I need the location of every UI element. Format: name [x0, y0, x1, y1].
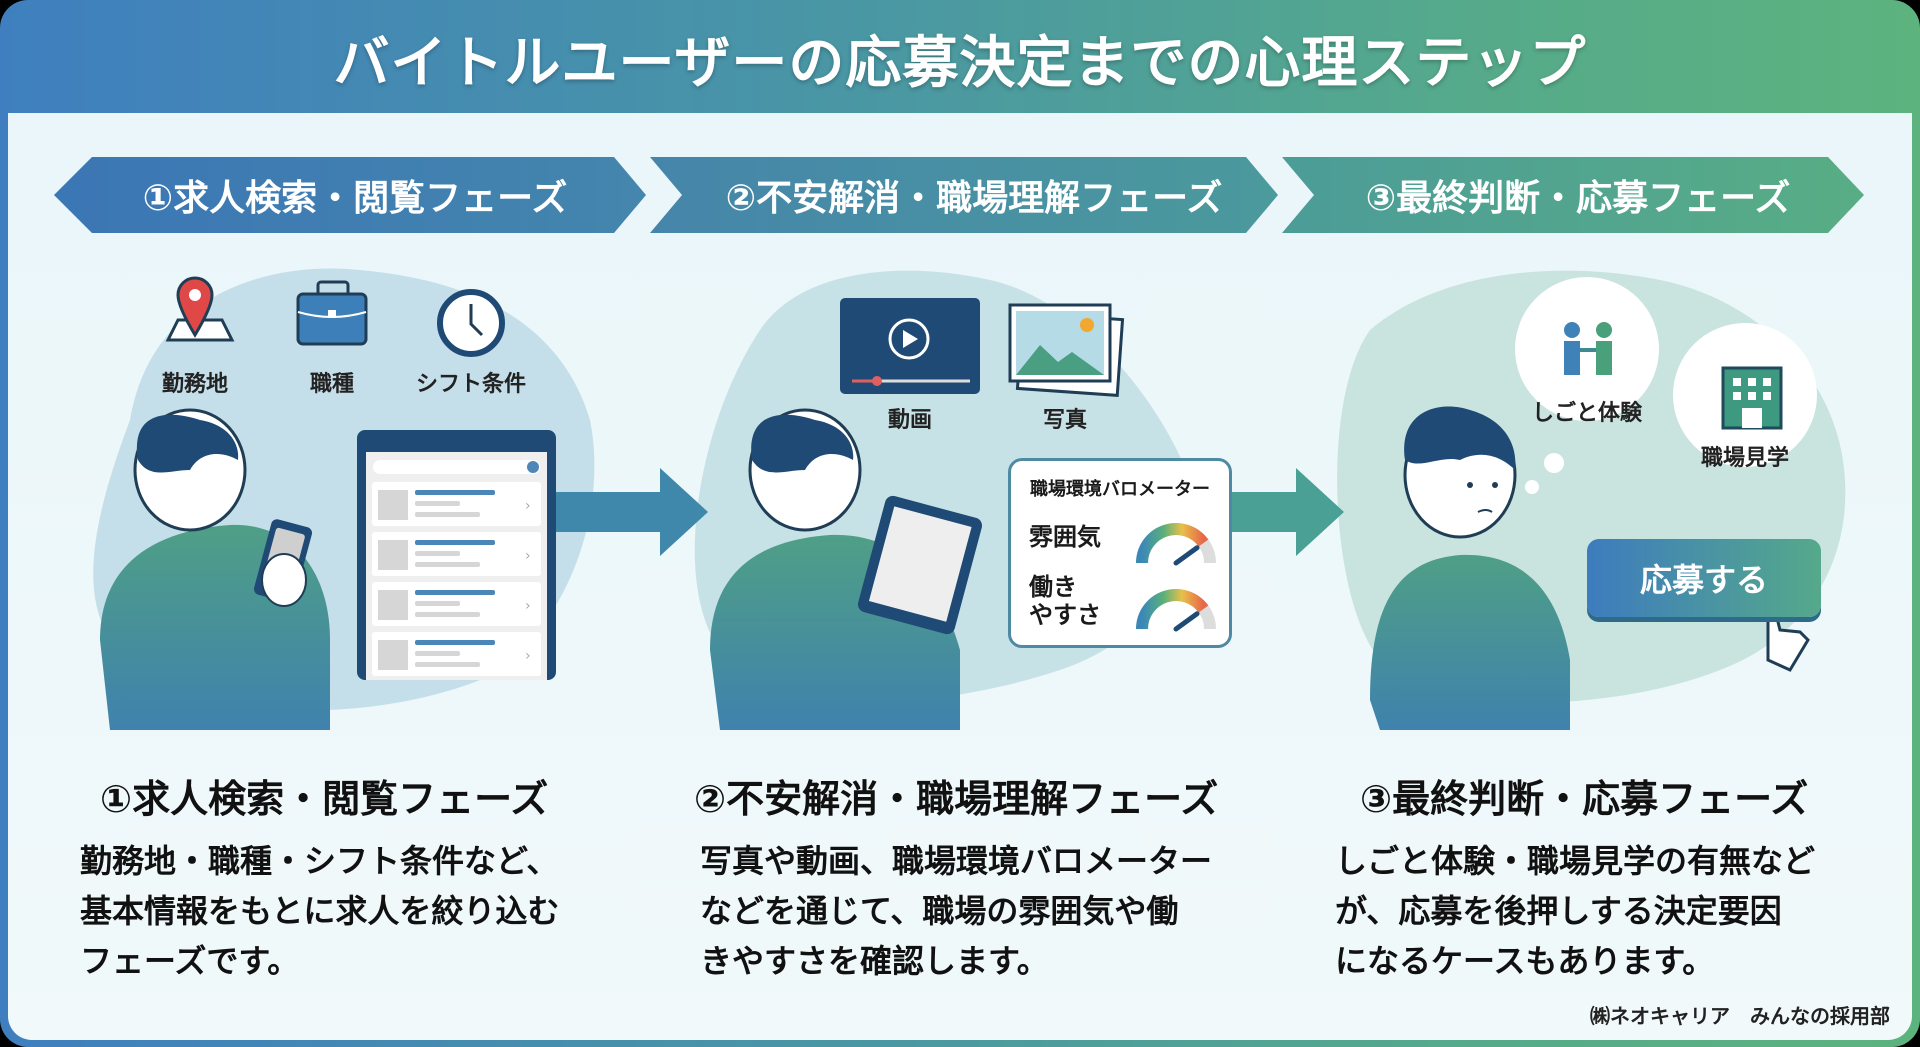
briefcase-icon: [296, 280, 368, 346]
job-list-row: ›: [372, 482, 541, 526]
job-list-screen: › › › ›: [357, 430, 556, 680]
gauge-label-ease-of-work: 働き やすさ: [1029, 573, 1101, 629]
building-icon: [1721, 366, 1783, 430]
phase2-title: ②不安解消・職場理解フェーズ: [694, 777, 1219, 821]
phase-chevron-label: ③最終判断・応募フェーズ: [1365, 178, 1791, 219]
icon-label-video: 動画: [887, 408, 932, 433]
phase-chevron-1: ①求人検索・閲覧フェーズ: [54, 157, 646, 233]
workplace-barometer-card: 職場環境バロメーター 雰囲気 働き やすさ: [1008, 458, 1232, 648]
phase2-body: 写真や動画、職場環境バロメーター などを通じて、職場の雰囲気や働 きやすさを確認…: [700, 842, 1213, 980]
phase1-title: ①求人検索・閲覧フェーズ: [100, 777, 549, 821]
job-list-row: ›: [372, 632, 541, 676]
phase-chevron-2: ②不安解消・職場理解フェーズ: [650, 157, 1278, 233]
flow-arrow-2: [1232, 468, 1344, 556]
gauge-atmosphere: [1136, 523, 1216, 566]
icon-label-photo: 写真: [1042, 408, 1087, 433]
barometer-title: 職場環境バロメーター: [1030, 479, 1210, 500]
svg-text:›: ›: [525, 598, 531, 614]
svg-text:›: ›: [525, 548, 531, 564]
thought-bubble-small: [1525, 480, 1539, 494]
credit-text: ㈱ネオキャリア みんなの採用部: [1590, 1004, 1890, 1028]
phase3-title: ③最終判断・応募フェーズ: [1360, 777, 1809, 821]
thinking-person: [1370, 406, 1570, 730]
handshake-people-icon: [1564, 322, 1612, 375]
gauge-needle: [1173, 611, 1200, 632]
thought-bubble-medium: [1544, 453, 1564, 473]
apply-button[interactable]: 応募する: [1587, 539, 1821, 617]
video-icon: [840, 298, 980, 394]
thought-label-experience: しごと体験: [1531, 401, 1642, 426]
clock-icon: [437, 289, 505, 357]
icon-label-location: 勤務地: [161, 372, 228, 397]
job-list-row: ›: [372, 582, 541, 626]
map-pin-icon: [165, 276, 235, 342]
svg-text:›: ›: [525, 648, 531, 664]
gauge-fill: [1136, 589, 1209, 630]
phase-chevron-3: ③最終判断・応募フェーズ: [1282, 157, 1864, 233]
phase-chevron-label: ②不安解消・職場理解フェーズ: [725, 178, 1223, 219]
job-list-row: ›: [372, 532, 541, 576]
gauge-fill: [1136, 523, 1209, 564]
page-title: バイトルユーザーの応募決定までの心理ステップ: [333, 31, 1587, 96]
person-with-phone: [100, 408, 330, 730]
flow-arrow-1: [556, 468, 708, 556]
gauge-label-atmosphere: 雰囲気: [1029, 523, 1101, 551]
phase-chevron-label: ①求人検索・閲覧フェーズ: [142, 178, 568, 219]
thought-label-tour: 職場見学: [1700, 446, 1789, 471]
svg-text:›: ›: [525, 498, 531, 514]
phase3-body: しごと体験・職場見学の有無など が、応募を後押しする決定要因 になるケースもあり…: [1335, 842, 1816, 980]
photo-icon: [1008, 303, 1125, 397]
icon-label-job-type: 職種: [309, 372, 354, 397]
gauge-ease-of-work: [1136, 589, 1216, 632]
gauge-needle: [1173, 545, 1200, 566]
person-with-tablet: [710, 408, 983, 730]
icon-label-shift: シフト条件: [415, 372, 526, 397]
phase1-body: 勤務地・職種・シフト条件など、 基本情報をもとに求人を絞り込む フェーズです。: [80, 842, 560, 980]
